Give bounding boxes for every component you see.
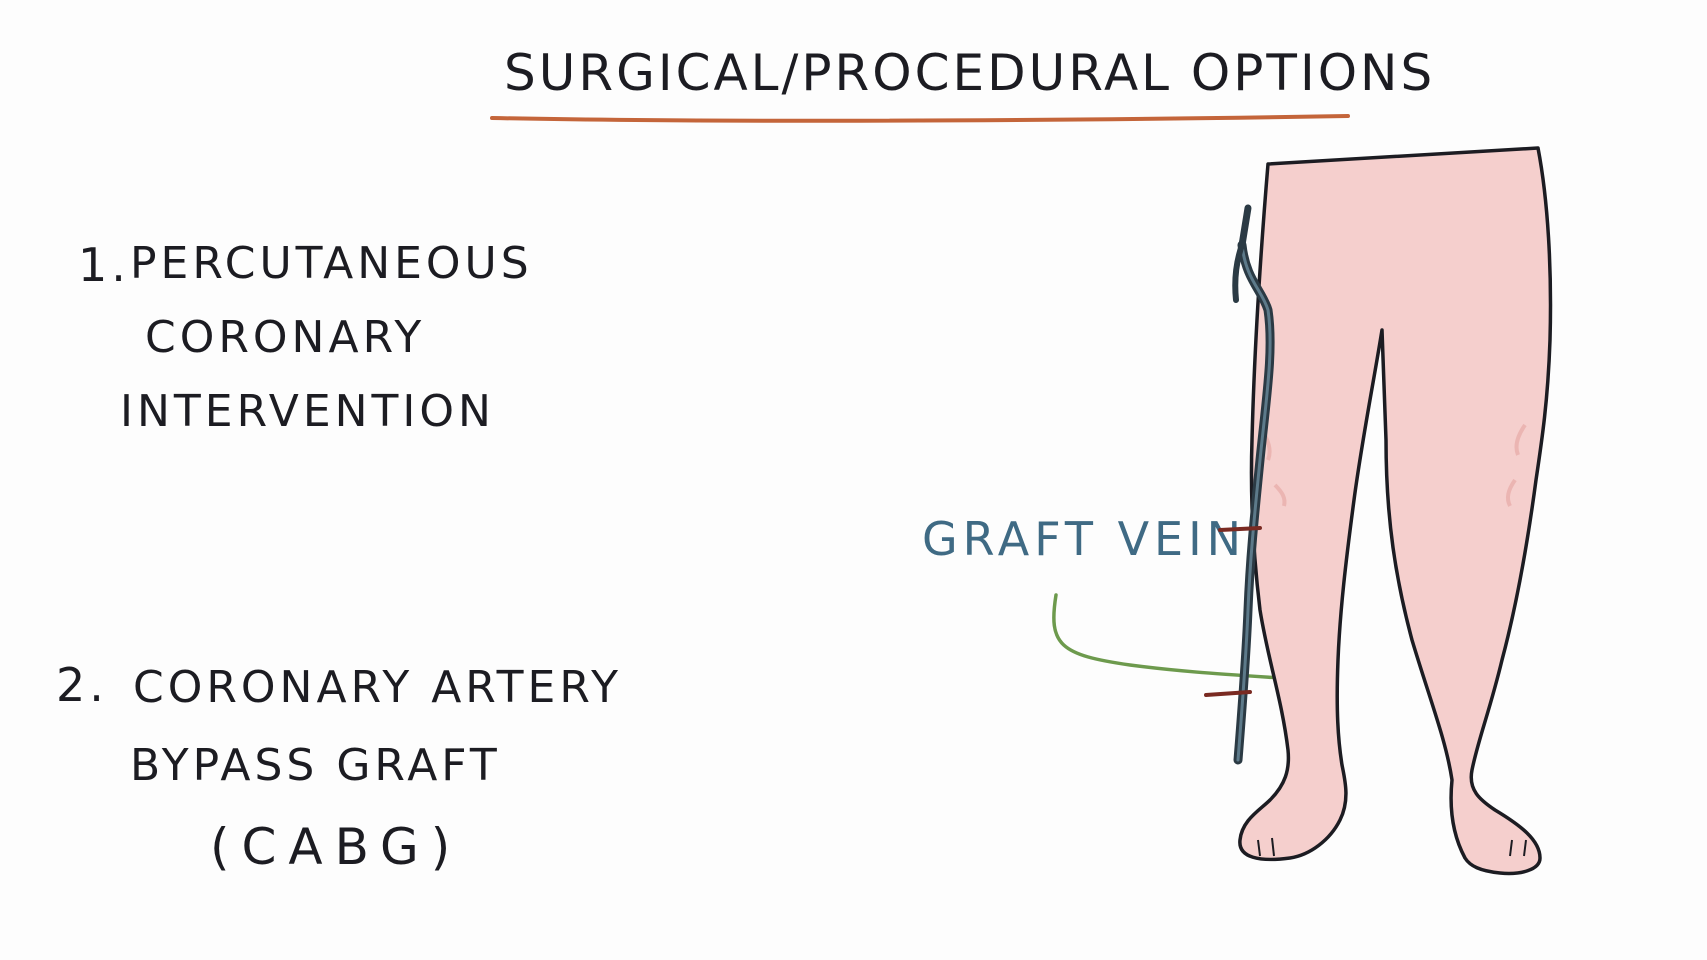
ligature-lower	[1204, 690, 1252, 697]
graft-vein-label: GRAFT VEIN	[922, 512, 1247, 566]
option-2-number: 2.	[56, 658, 108, 712]
ligature-upper	[1218, 526, 1262, 532]
option-1-line-2: CORONARY	[145, 312, 426, 363]
title-underline	[490, 114, 1350, 123]
option-1-line-3: INTERVENTION	[120, 386, 495, 437]
option-2-line-1: CORONARY ARTERY	[133, 662, 622, 713]
option-2-line-3: (CABG)	[210, 818, 463, 876]
option-2-line-2: BYPASS GRAFT	[130, 740, 501, 791]
option-1-number: 1.	[78, 238, 130, 292]
page-title: SURGICAL/PROCEDURAL OPTIONS	[504, 44, 1436, 102]
option-1-line-1: PERCUTANEOUS	[130, 238, 533, 289]
legs-illustration	[1204, 146, 1553, 876]
legs-outline	[1238, 146, 1553, 876]
